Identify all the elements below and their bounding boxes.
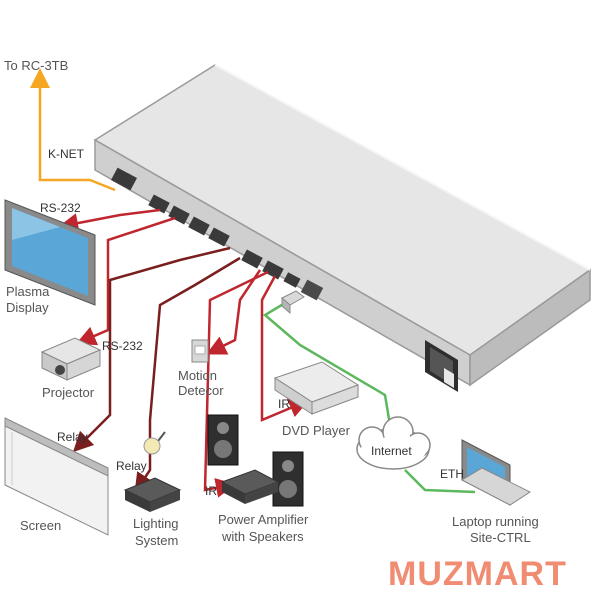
eth-laptop-wire <box>404 469 476 494</box>
relay-screen-label: Relay <box>57 430 88 444</box>
laptop-icon <box>460 439 532 506</box>
internet-cloud-icon <box>356 416 431 470</box>
lighting-system-icon <box>123 477 182 512</box>
motion-detector-wire <box>206 269 262 355</box>
plasma-display-icon <box>4 199 96 306</box>
rs232-plasma-wire <box>58 208 161 233</box>
rs232-projector-label: RS-232 <box>102 339 143 353</box>
relay-lighting-wire <box>134 256 241 494</box>
power-amplifier-label-2: with Speakers <box>221 529 304 544</box>
lamp-icon <box>143 431 166 455</box>
speaker-left-icon <box>207 414 239 466</box>
motion-detector-label-2: Detecor <box>178 383 224 398</box>
speaker-right-icon <box>272 451 304 507</box>
muzmart-watermark: MUZMART <box>388 555 567 593</box>
motion-detector-icon <box>191 339 209 363</box>
ethernet-wire <box>262 298 392 426</box>
dvd-player-label: DVD Player <box>282 423 351 438</box>
screen-label: Screen <box>20 518 61 533</box>
internet-label: Internet <box>371 444 412 458</box>
ir-dvd-label: IR <box>278 397 290 411</box>
knet-wire <box>30 68 116 192</box>
ir-amp-wire <box>203 270 269 498</box>
projection-screen-icon <box>4 417 109 536</box>
terminal-blocks <box>111 167 301 288</box>
lighting-system-label-2: System <box>135 533 178 548</box>
projector-icon <box>40 337 102 381</box>
amplifier-icon <box>220 469 280 504</box>
control-unit <box>93 64 592 392</box>
ir-dvd-wire <box>260 275 310 422</box>
ir-amp-label: IR <box>205 484 217 498</box>
plasma-display-label-2: Display <box>6 300 49 315</box>
projector-label: Projector <box>42 385 95 400</box>
plasma-display-label-1: Plasma <box>6 284 50 299</box>
lighting-system-label-1: Lighting <box>133 516 179 531</box>
relay-screen-wire <box>72 246 231 453</box>
to-rc3tb-label: To RC-3TB <box>4 58 68 73</box>
rs232-plasma-label: RS-232 <box>40 201 81 215</box>
laptop-label-1: Laptop running <box>452 514 539 529</box>
eth-label: ETH <box>440 467 464 481</box>
rs232-projector-wire <box>75 216 176 346</box>
knet-label: K-NET <box>48 147 85 161</box>
power-inlet <box>425 340 458 392</box>
relay-lighting-label: Relay <box>116 459 147 473</box>
laptop-label-2: Site-CTRL <box>470 530 531 545</box>
power-amplifier-label-1: Power Amplifier <box>218 512 309 527</box>
ethernet-port <box>300 279 324 301</box>
network-adapter <box>281 290 305 315</box>
motion-detector-label-1: Motion <box>178 368 217 383</box>
dvd-player-icon <box>273 361 360 415</box>
